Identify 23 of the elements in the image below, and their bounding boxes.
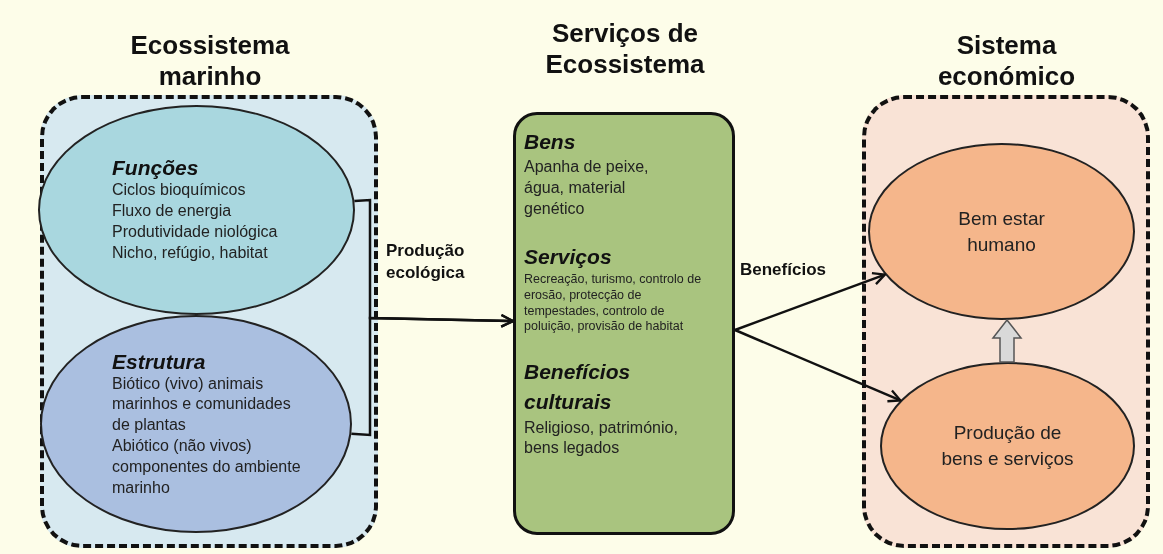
node-text: Religioso, património, bens legados <box>524 417 679 459</box>
node-text: Abiótico (não vivos) componentes do ambiente marinho <box>112 436 302 498</box>
node-text: Fluxo de energia <box>112 201 233 222</box>
node-heading: Estrutura <box>112 349 207 374</box>
node-heading: Benefícios culturais <box>524 358 632 416</box>
node-text: Bem estar humano <box>957 206 1046 257</box>
node-text: Produtividade niológica <box>112 222 279 242</box>
section-heading: Serviços de Ecossistema <box>544 18 706 81</box>
node-heading: Funções <box>112 156 200 181</box>
arrow <box>734 328 902 403</box>
arrow <box>734 272 887 332</box>
node-text: Recreação, turismo, controlo de erosão, protecção de tempestades, controlo de poluição, provisão de habitat <box>524 272 703 335</box>
node-text: Apanha de peixe, água, material genético <box>524 157 650 220</box>
node-heading: Bens <box>524 129 577 155</box>
node-heading: Serviços <box>524 243 613 270</box>
node-text: Ciclos bioquímicos <box>112 180 247 201</box>
block-arrow <box>991 318 1023 363</box>
section-heading: Ecossistema marinho <box>129 30 291 93</box>
bracket-arrow <box>351 313 515 437</box>
node-text: Produção de bens e serviços <box>940 421 1075 471</box>
section-heading: Sistema económico <box>936 30 1077 93</box>
node-text: Biótico (vivo) animais marinhos e comunidades de plantas <box>112 373 292 436</box>
node-text: Nicho, refúgio, habitat <box>112 242 269 263</box>
